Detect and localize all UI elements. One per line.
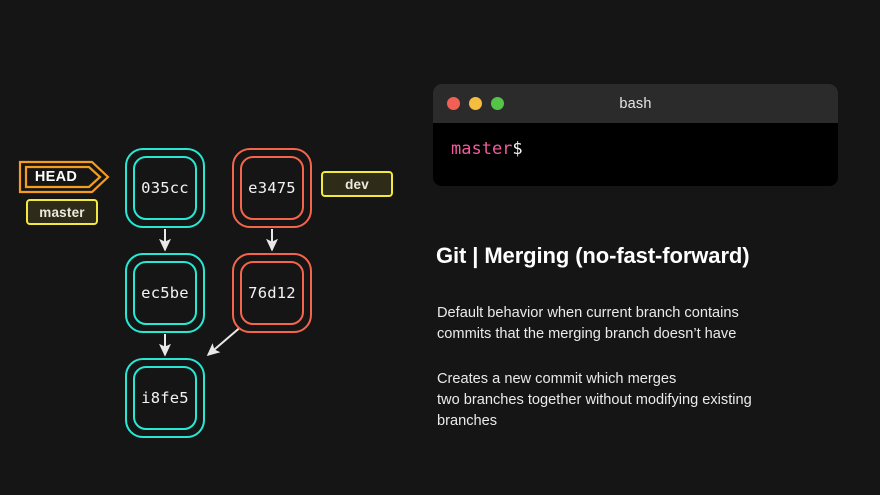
terminal-title: bash bbox=[619, 95, 652, 112]
terminal-body[interactable]: master$ bbox=[433, 123, 838, 186]
commit-hash: e3475 bbox=[248, 179, 296, 197]
prompt-sigil: $ bbox=[512, 139, 523, 159]
git-commit-graph: HEAD master dev 035cc e3475 ec5be 76d12 … bbox=[0, 0, 420, 495]
head-arrow-icon bbox=[18, 160, 110, 194]
terminal-title-bar: bash bbox=[433, 84, 838, 123]
branch-label-dev[interactable]: dev bbox=[321, 171, 393, 197]
commit-node-76d12[interactable]: 76d12 bbox=[232, 253, 312, 333]
terminal-window: bash master$ bbox=[433, 84, 838, 186]
commit-hash: 035cc bbox=[141, 179, 189, 197]
graph-edges bbox=[159, 229, 278, 357]
edge-76d12-to-i8fe5 bbox=[206, 324, 244, 357]
terminal-window-controls bbox=[447, 84, 504, 123]
commit-node-035cc[interactable]: 035cc bbox=[125, 148, 205, 228]
minimize-button[interactable] bbox=[469, 97, 482, 110]
description-paragraph-1: Default behavior when current branch con… bbox=[437, 305, 739, 342]
page-title: Git | Merging (no-fast-forward) bbox=[436, 243, 750, 268]
commit-hash: 76d12 bbox=[248, 284, 296, 302]
commit-node-e3475[interactable]: e3475 bbox=[232, 148, 312, 228]
commit-node-i8fe5[interactable]: i8fe5 bbox=[125, 358, 205, 438]
head-tag: HEAD bbox=[18, 160, 110, 194]
commit-hash: ec5be bbox=[141, 284, 189, 302]
close-button[interactable] bbox=[447, 97, 460, 110]
head-tag-label: HEAD bbox=[34, 169, 78, 185]
prompt-branch: master bbox=[451, 139, 513, 159]
commit-hash: i8fe5 bbox=[141, 389, 189, 407]
branch-label-master[interactable]: master bbox=[26, 199, 98, 225]
maximize-button[interactable] bbox=[491, 97, 504, 110]
commit-node-ec5be[interactable]: ec5be bbox=[125, 253, 205, 333]
description-paragraph-2: Creates a new commit which merges two br… bbox=[437, 371, 752, 429]
